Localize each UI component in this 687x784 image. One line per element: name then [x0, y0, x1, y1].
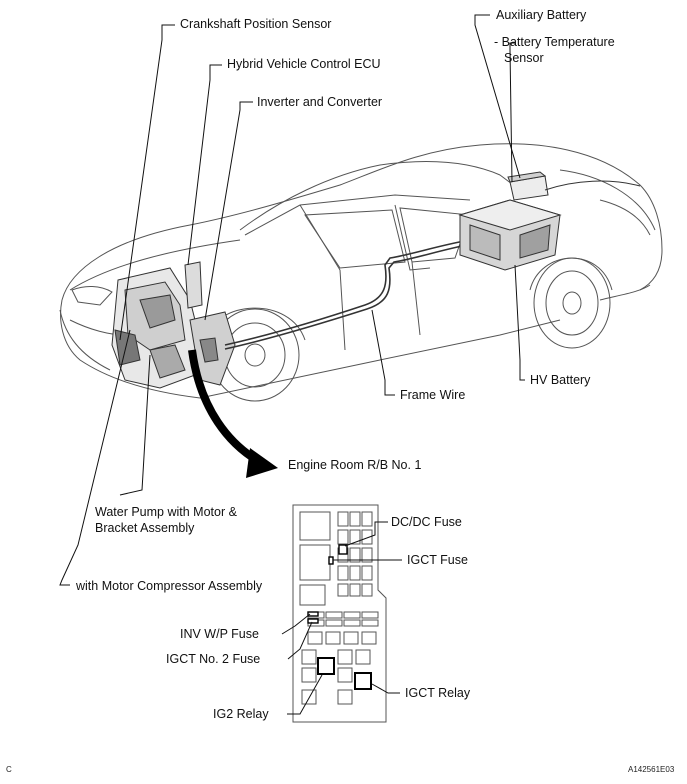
label-hybrid-vehicle-control-ecu: Hybrid Vehicle Control ECU: [227, 57, 381, 71]
leader-lines: [59, 14, 525, 586]
label-crankshaft-position-sensor: Crankshaft Position Sensor: [180, 17, 332, 31]
label-igct-no2-fuse: IGCT No. 2 Fuse: [166, 652, 261, 666]
auxiliary-battery-shape: [507, 171, 641, 201]
label-engine-room-rb-no1: Engine Room R/B No. 1: [288, 458, 422, 472]
engine-assembly: [111, 261, 236, 389]
figure-id: A142561E03: [628, 765, 675, 774]
label-igct-relay: IGCT Relay: [405, 686, 471, 700]
label-ig2-relay: IG2 Relay: [213, 707, 269, 721]
label-battery-temperature-sensor: - Battery Temperature: [494, 35, 615, 49]
label-auxiliary-battery: Auxiliary Battery: [496, 8, 587, 22]
label-inv-wp-fuse: INV W/P Fuse: [180, 627, 259, 641]
label-igct-fuse: IGCT Fuse: [407, 553, 468, 567]
relay-box: [292, 504, 387, 723]
frame-wire: [224, 239, 473, 350]
label-motor-compressor: with Motor Compressor Assembly: [76, 579, 263, 593]
label-battery-temperature-sensor-line1: Battery Temperature: [501, 35, 615, 49]
label-water-pump-line2: Bracket Assembly: [95, 521, 195, 535]
label-dcdc-fuse: DC/DC Fuse: [391, 515, 462, 529]
label-hv-battery: HV Battery: [530, 373, 591, 387]
relay-box-leaders: [281, 521, 402, 715]
hv-battery-shape: [458, 199, 562, 271]
label-inverter-converter: Inverter and Converter: [257, 95, 383, 109]
label-water-pump-line1: Water Pump with Motor &: [95, 505, 237, 519]
callout-arrow: [188, 349, 278, 478]
corner-code: C: [6, 765, 12, 774]
label-battery-temperature-sensor-line2: Sensor: [504, 51, 544, 65]
label-frame-wire: Frame Wire: [400, 388, 466, 402]
